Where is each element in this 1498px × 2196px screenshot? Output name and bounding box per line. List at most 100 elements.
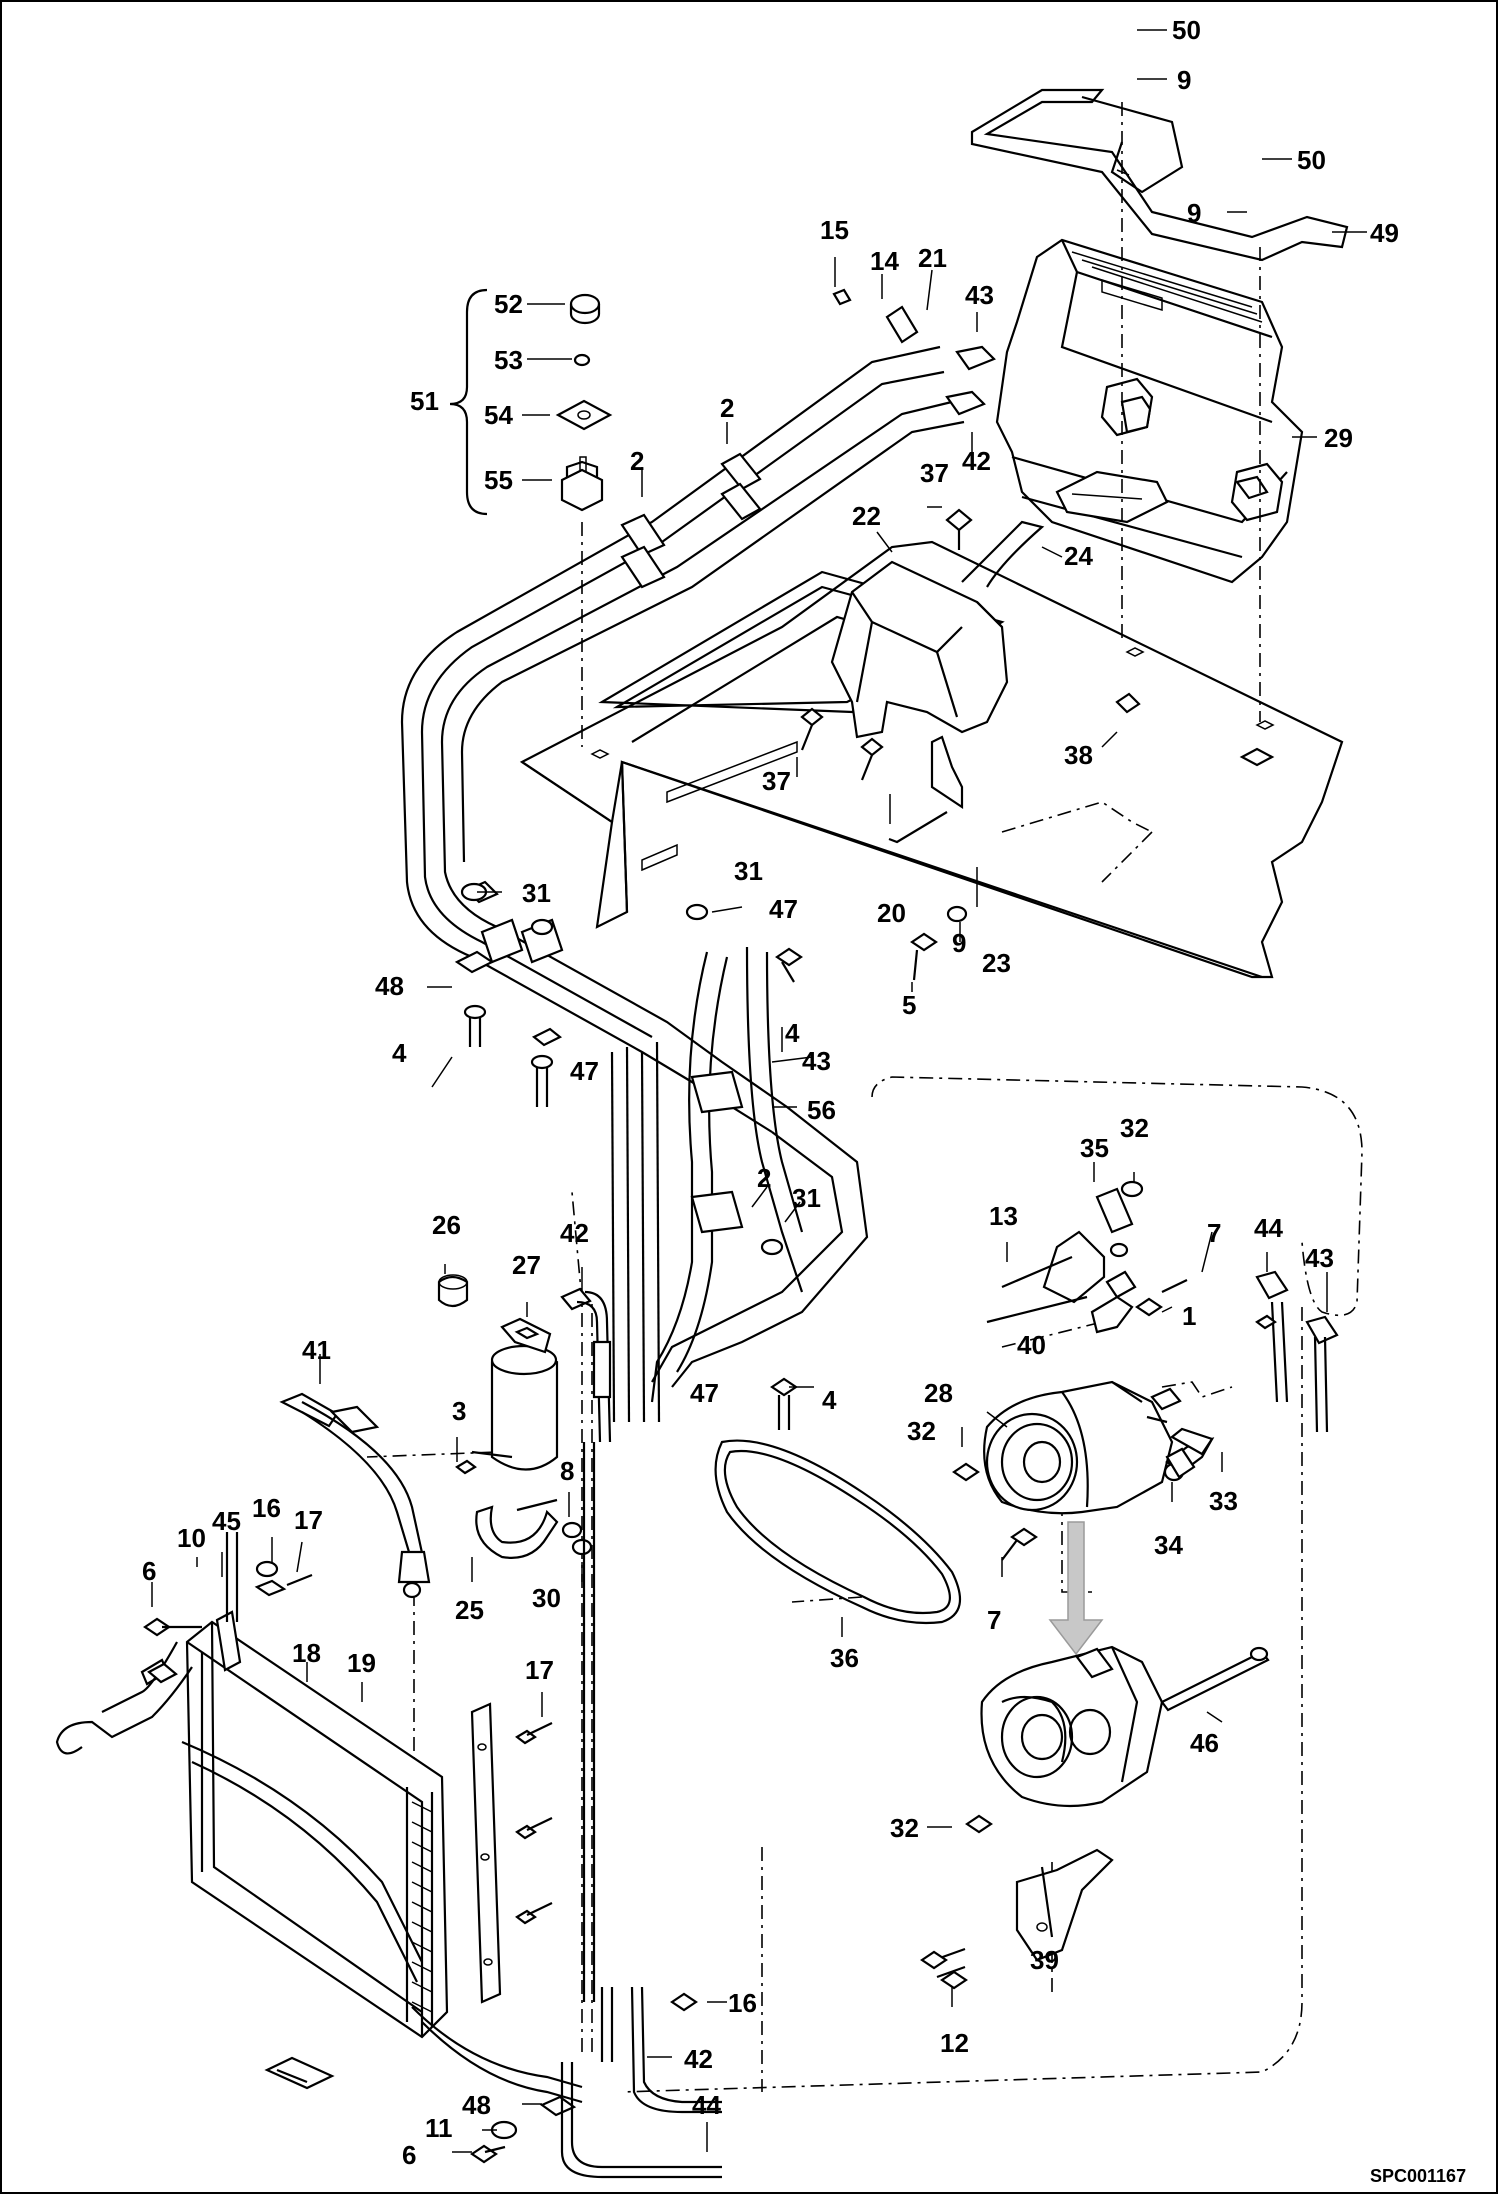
refrigerant-hoses (400, 345, 965, 1423)
callout-c50a: 50 (1172, 15, 1201, 45)
box-fittings (832, 288, 996, 416)
hose-clip (1165, 1427, 1214, 1479)
callout-c43c: 43 (1305, 1243, 1334, 1273)
bracket-label: 51 (410, 386, 439, 416)
alternate-compressor (920, 1645, 1270, 1990)
callout-c29: 29 (1324, 423, 1353, 453)
callout-c42b: 42 (560, 1218, 589, 1248)
callout-c27: 27 (512, 1250, 541, 1280)
callout-c12: 12 (940, 2028, 969, 2058)
drawing-code: SPC001167 (1370, 2166, 1466, 2186)
callout-c52: 52 (494, 289, 523, 319)
callout-c10: 10 (177, 1523, 206, 1553)
callout-c34: 34 (1154, 1530, 1183, 1560)
thermostat-assembly (555, 293, 613, 512)
callout-c21: 21 (918, 243, 947, 273)
callout-c56: 56 (807, 1095, 836, 1125)
callout-c6a: 6 (142, 1556, 156, 1586)
callout-c19: 19 (347, 1648, 376, 1678)
callout-c9c: 9 (952, 928, 966, 958)
callout-c23: 23 (982, 948, 1011, 978)
callout-c26: 26 (432, 1210, 461, 1240)
callout-c2c: 2 (757, 1163, 771, 1193)
leader-lines (151, 29, 1367, 2153)
callout-c41: 41 (302, 1335, 331, 1365)
callout-c42c: 42 (684, 2044, 713, 2074)
callout-c1: 1 (1182, 1301, 1196, 1331)
hose-clamps (480, 452, 762, 1234)
bracket-label-group: 51 (410, 386, 439, 416)
bracket-brace (449, 288, 488, 516)
callout-c4a: 4 (392, 1038, 407, 1068)
callout-c2b: 2 (630, 446, 644, 476)
fasteners-center (454, 508, 1141, 1430)
callout-c16a: 16 (252, 1493, 281, 1523)
callout-c4c: 4 (822, 1385, 837, 1415)
callout-c3: 3 (452, 1396, 466, 1426)
callout-c50b: 50 (1297, 145, 1326, 175)
roof-bracket (970, 88, 1349, 262)
callout-c13: 13 (989, 1201, 1018, 1231)
callout-c31c: 31 (792, 1183, 821, 1213)
callout-c48a: 48 (375, 971, 404, 1001)
callout-c55: 55 (484, 465, 513, 495)
receiver-drier (437, 1274, 593, 1559)
callout-c18: 18 (292, 1638, 321, 1668)
callout-c43a: 43 (965, 280, 994, 310)
callout-c49: 49 (1370, 218, 1399, 248)
replacement-arrow (1048, 1521, 1104, 1656)
callout-c38: 38 (1064, 740, 1093, 770)
callout-c48b: 48 (462, 2090, 491, 2120)
callout-c35: 35 (1080, 1133, 1109, 1163)
callout-c53: 53 (494, 345, 523, 375)
callout-c17b: 17 (525, 1655, 554, 1685)
callout-c25: 25 (455, 1595, 484, 1625)
callout-c45: 45 (212, 1506, 241, 1536)
callout-c36: 36 (830, 1643, 859, 1673)
callout-c30: 30 (532, 1583, 561, 1613)
callout-c54: 54 (484, 400, 513, 430)
compressor-bracket (986, 1180, 1188, 1334)
callout-c37a: 37 (920, 458, 949, 488)
callout-c4b: 4 (785, 1018, 800, 1048)
callout-c22: 22 (852, 501, 881, 531)
callout-c40: 40 (1017, 1330, 1046, 1360)
callout-c8: 8 (560, 1456, 574, 1486)
callout-c9a: 9 (1177, 65, 1191, 95)
air-duct (830, 520, 1045, 739)
discharge-line (279, 1392, 431, 1599)
callout-c32a: 32 (1120, 1113, 1149, 1143)
callout-c2a: 2 (720, 393, 734, 423)
callout-c43b: 43 (802, 1046, 831, 1076)
callout-c5: 5 (902, 990, 916, 1020)
callout-c44b: 44 (692, 2090, 721, 2120)
callout-c37b: 37 (762, 766, 791, 796)
callout-c42a: 42 (962, 446, 991, 476)
drive-belt (714, 1439, 962, 1625)
compressor (952, 1380, 1215, 1561)
callout-c47b: 47 (570, 1056, 599, 1086)
callout-c28: 28 (924, 1378, 953, 1408)
callout-c32c: 32 (890, 1813, 919, 1843)
condenser (55, 1532, 583, 2104)
callout-c11: 11 (425, 2113, 453, 2143)
callout-c7a: 7 (1207, 1218, 1221, 1248)
callout-c16b: 16 (728, 1988, 757, 2018)
callout-c47a: 47 (769, 894, 798, 924)
callout-c31a: 31 (522, 878, 551, 908)
callout-c32b: 32 (907, 1416, 936, 1446)
callout-c46: 46 (1190, 1728, 1219, 1758)
callout-c9b: 9 (1187, 198, 1201, 228)
callout-c17a: 17 (294, 1505, 323, 1535)
callout-c44a: 44 (1254, 1213, 1283, 1243)
callout-c20: 20 (877, 898, 906, 928)
callout-c6b: 6 (402, 2140, 416, 2170)
callout-c31b: 31 (734, 856, 763, 886)
callout-c47c: 47 (690, 1378, 719, 1408)
callout-c15: 15 (820, 215, 849, 245)
callout-c7b: 7 (987, 1605, 1001, 1635)
liquid-line (560, 1287, 612, 2002)
callout-c33: 33 (1209, 1486, 1238, 1516)
